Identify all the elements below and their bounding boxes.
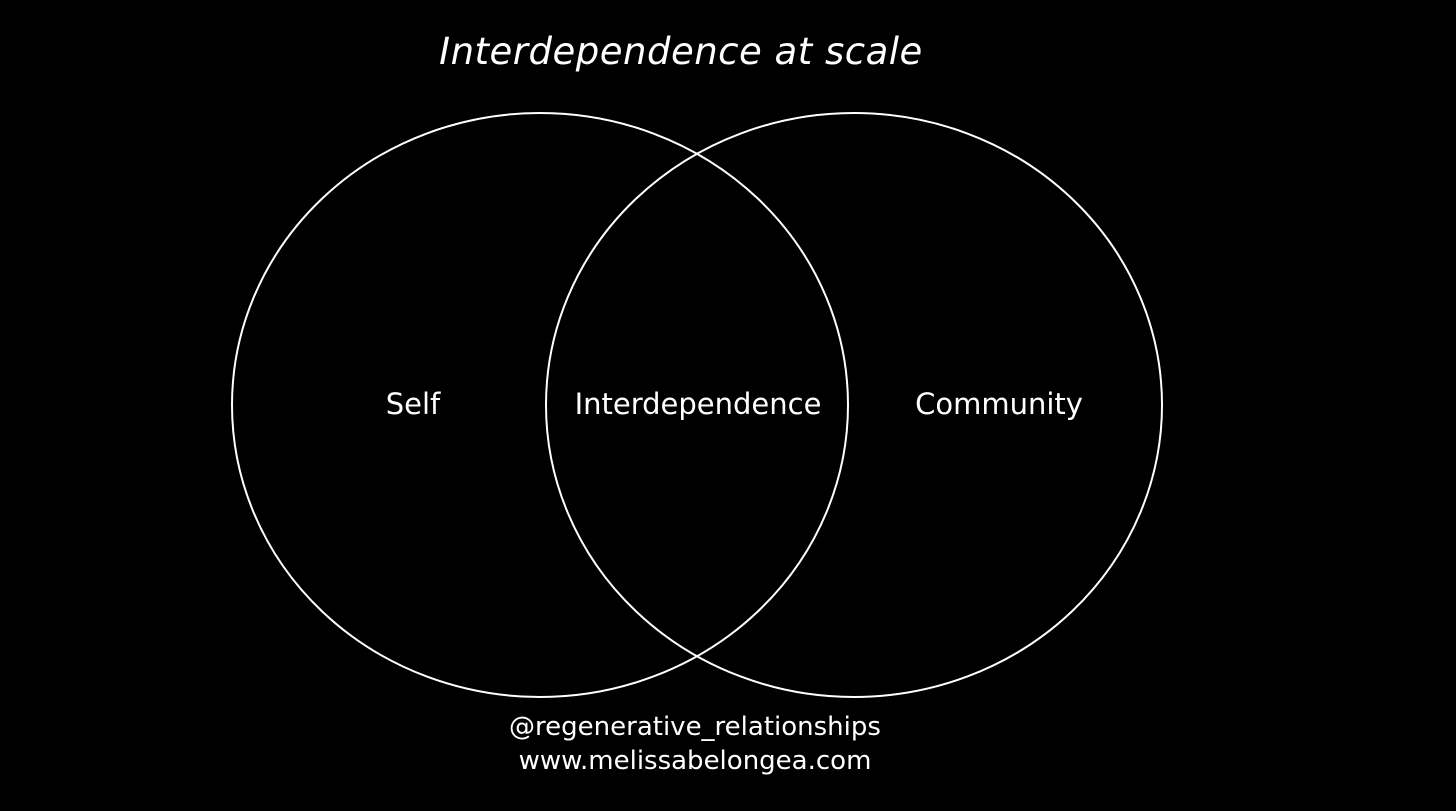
footer: @regenerative_relationships www.melissab… (0, 710, 1390, 778)
diagram-title: Interdependence at scale (439, 30, 923, 73)
interdependence-label: Interdependence (575, 387, 822, 421)
community-label: Community (915, 387, 1083, 421)
social-handle: @regenerative_relationships (509, 712, 881, 742)
self-circle (231, 112, 849, 698)
community-circle (545, 112, 1163, 698)
website-link[interactable]: www.melissabelongea.com (518, 746, 872, 776)
self-label: Self (386, 387, 441, 421)
